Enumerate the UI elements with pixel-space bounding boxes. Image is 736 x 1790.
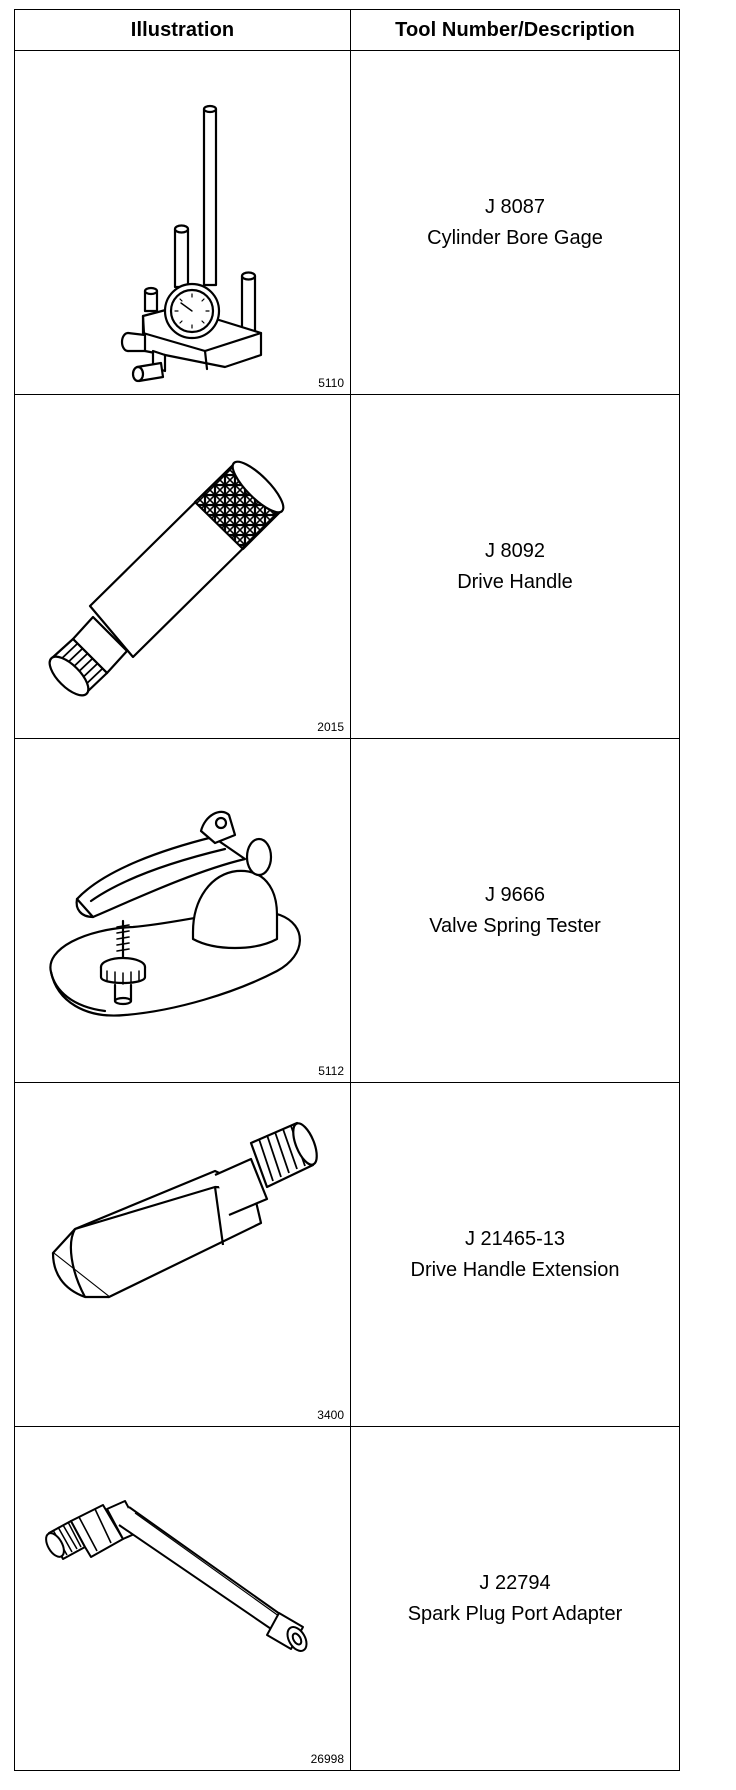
special-tools-table: Illustration Tool Number/Description [14,9,680,1771]
table-row: 3400 J 21465-13 Drive Handle Extension [14,1082,680,1427]
figure-number: 3400 [317,1408,344,1422]
illustration-cell: 2015 [14,394,351,739]
illustration-cell: 5112 [14,738,351,1083]
tool-description-cell: J 8087 Cylinder Bore Gage [350,50,680,395]
tool-description-cell: J 22794 Spark Plug Port Adapter [350,1426,680,1771]
table-row: 2015 J 8092 Drive Handle [14,394,680,739]
tool-number: J 9666 [484,883,546,906]
tool-number: J 8087 [484,195,546,218]
cylinder-bore-gage-illustration [15,51,351,394]
drive-handle-extension-illustration [15,1083,351,1426]
illustration-cell: 26998 [14,1426,351,1771]
illustration-column-header: Illustration [14,9,351,51]
tool-name: Valve Spring Tester [429,914,601,937]
tool-name: Cylinder Bore Gage [427,226,603,249]
tool-number: J 8092 [484,539,546,562]
spark-plug-port-adapter-illustration [15,1427,351,1770]
illustration-cell: 5110 [14,50,351,395]
tool-description-cell: J 8092 Drive Handle [350,394,680,739]
drive-handle-illustration [15,395,351,738]
table-row: 5110 J 8087 Cylinder Bore Gage [14,50,680,395]
illustration-cell: 3400 [14,1082,351,1427]
tool-description-cell: J 21465-13 Drive Handle Extension [350,1082,680,1427]
tool-column-header: Tool Number/Description [350,9,680,51]
tool-number: J 21465-13 [464,1227,566,1250]
figure-number: 5112 [318,1064,344,1078]
figure-number: 2015 [317,720,344,734]
tool-name: Drive Handle [457,570,573,593]
table-row: 5112 J 9666 Valve Spring Tester [14,738,680,1083]
valve-spring-tester-illustration [15,739,351,1082]
figure-number: 5110 [318,376,344,390]
table-row: 26998 J 22794 Spark Plug Port Adapter [14,1426,680,1771]
tool-name: Spark Plug Port Adapter [407,1602,623,1625]
tool-description-cell: J 9666 Valve Spring Tester [350,738,680,1083]
figure-number: 26998 [310,1752,344,1766]
table-header-row: Illustration Tool Number/Description [14,9,680,51]
tool-number: J 22794 [479,1571,551,1594]
tool-name: Drive Handle Extension [410,1258,620,1281]
